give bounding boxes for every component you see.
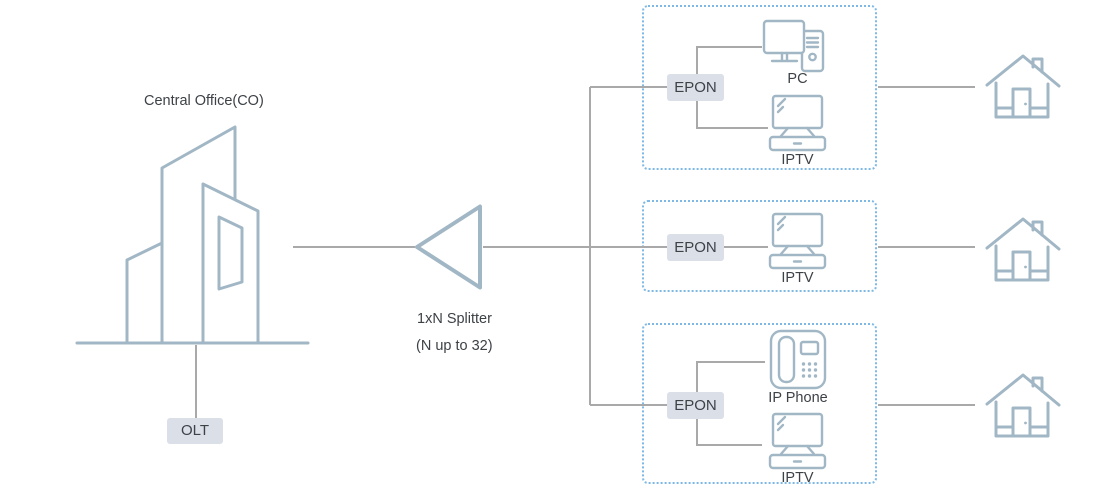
iptv-label-2: IPTV bbox=[781, 270, 814, 286]
iptv-icon bbox=[768, 94, 827, 152]
ip-phone-icon bbox=[769, 329, 827, 390]
iptv-icon bbox=[768, 412, 827, 470]
home-icon bbox=[985, 54, 1061, 119]
central-office-label: Central Office(CO) bbox=[144, 93, 264, 109]
home-icon bbox=[985, 217, 1061, 282]
epon-badge-1: EPON bbox=[667, 74, 724, 101]
home-icon bbox=[985, 373, 1061, 438]
iptv-icon bbox=[768, 212, 827, 270]
onu-group-box-3 bbox=[642, 323, 877, 484]
splitter-label-line2: (N up to 32) bbox=[416, 338, 493, 354]
olt-badge: OLT bbox=[167, 418, 223, 444]
pc-icon bbox=[762, 19, 825, 73]
connection-lines bbox=[195, 46, 975, 446]
iptv-label-3: IPTV bbox=[781, 470, 814, 486]
splitter-label-line1: 1xN Splitter bbox=[417, 311, 492, 327]
epon-badge-3: EPON bbox=[667, 392, 724, 419]
ip-phone-label: IP Phone bbox=[768, 390, 828, 406]
epon-badge-2: EPON bbox=[667, 234, 724, 261]
central-office-building-icon bbox=[75, 125, 310, 345]
pc-label: PC bbox=[787, 71, 808, 87]
iptv-label-1: IPTV bbox=[781, 152, 814, 168]
splitter-icon bbox=[415, 204, 482, 290]
